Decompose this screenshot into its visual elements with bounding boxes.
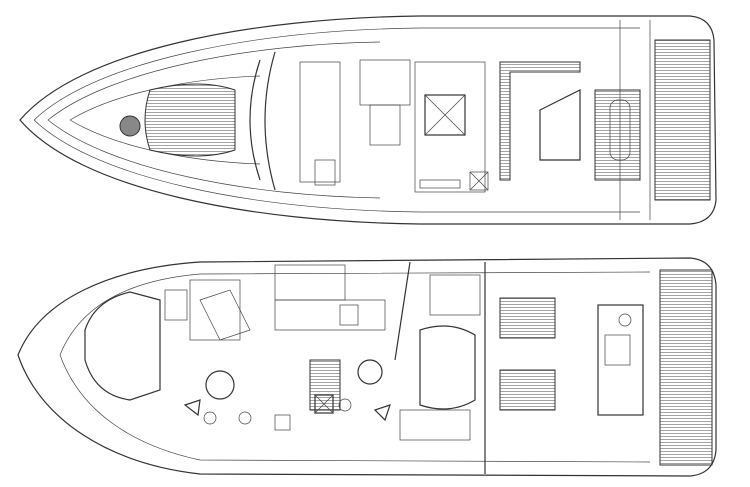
swim-platform <box>654 39 711 201</box>
lower-swim-platform <box>659 269 713 466</box>
foredeck-sunpad <box>144 83 236 157</box>
upper-hull-outline <box>19 15 717 225</box>
lower-hull-outline <box>17 257 717 477</box>
stairs <box>309 359 341 411</box>
table-icon <box>205 370 235 400</box>
engine-starboard <box>499 369 556 411</box>
hatch-cross <box>424 94 466 136</box>
upper-deck-plan <box>19 15 717 225</box>
upper-deck-edge <box>33 27 640 213</box>
cockpit-seat <box>594 89 641 181</box>
engine-port <box>499 297 556 339</box>
hatch-icon <box>119 115 141 137</box>
lower-deck-plan <box>17 257 717 477</box>
